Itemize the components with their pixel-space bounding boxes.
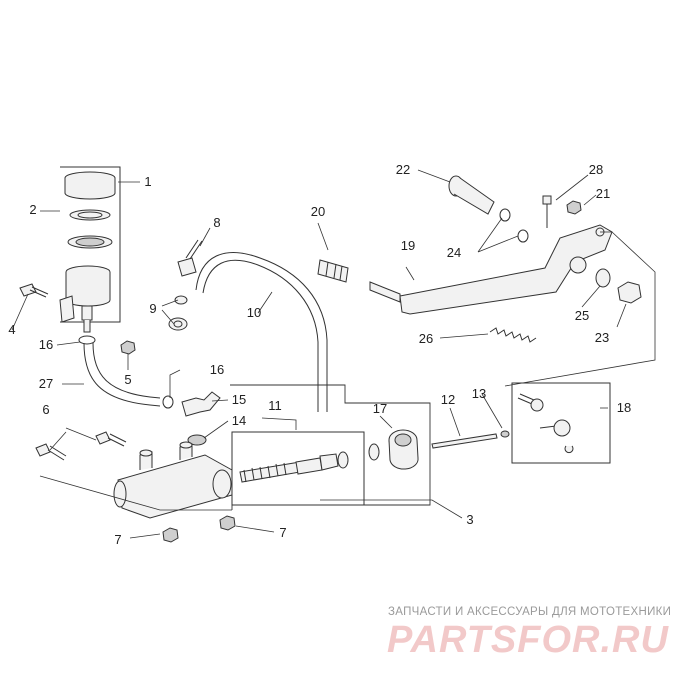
label-9: 9 xyxy=(149,301,156,316)
label-15: 15 xyxy=(232,392,246,407)
ball-joint-18 xyxy=(517,393,574,454)
hose-27 xyxy=(83,342,161,407)
label-23: 23 xyxy=(595,330,609,345)
label-18: 18 xyxy=(617,400,631,415)
label-11: 11 xyxy=(268,398,282,413)
label-8: 8 xyxy=(213,215,220,230)
switch-8 xyxy=(168,239,203,331)
clamp-16-lower xyxy=(162,395,174,409)
nut-5 xyxy=(120,340,136,355)
label-4: 4 xyxy=(8,322,15,337)
label-3: 3 xyxy=(466,512,473,527)
watermark-tagline: ЗАПЧАСТИ И АКСЕССУАРЫ ДЛЯ МОТОТЕХНИКИ xyxy=(388,606,672,618)
boot-17 xyxy=(388,429,419,470)
watermark-logo-text: PARTSFOR.RU xyxy=(387,619,669,660)
label-16-lower: 16 xyxy=(210,362,224,377)
label-10: 10 xyxy=(247,305,261,320)
nut-7-right xyxy=(219,515,236,531)
nut-7-left xyxy=(162,527,179,543)
watermark-logo: PARTSFOR.RU xyxy=(387,619,669,660)
rubber-20 xyxy=(317,259,349,283)
reservoir-cap xyxy=(64,171,116,249)
label-27: 27 xyxy=(39,376,53,391)
fitting-15 xyxy=(181,391,221,417)
label-24: 24 xyxy=(447,245,461,260)
label-5: 5 xyxy=(124,372,131,387)
cylinder-body xyxy=(113,441,233,519)
nut-13 xyxy=(500,430,510,438)
nut-23 xyxy=(617,281,642,304)
label-21: 21 xyxy=(596,186,610,201)
washer-24-a xyxy=(499,208,511,222)
washer-14 xyxy=(187,434,207,446)
label-1: 1 xyxy=(144,174,151,189)
pipe-10 xyxy=(195,252,328,412)
nut-21 xyxy=(566,200,582,215)
label-16-top: 16 xyxy=(39,337,53,352)
part-labels: 1 2 3 4 5 6 7 7 8 9 10 11 12 13 14 15 16… xyxy=(8,162,631,547)
washer-24-b xyxy=(517,229,529,243)
label-22: 22 xyxy=(396,162,410,177)
screw-4 xyxy=(19,283,49,298)
label-12: 12 xyxy=(441,392,455,407)
clamp-16-top xyxy=(78,335,96,345)
label-13: 13 xyxy=(472,386,486,401)
pivot-22 xyxy=(448,175,495,215)
bolt-28 xyxy=(542,195,552,228)
lever-19 xyxy=(369,224,613,315)
label-26: 26 xyxy=(419,331,433,346)
label-2: 2 xyxy=(29,202,36,217)
screws-6 xyxy=(35,431,127,461)
spring-26 xyxy=(489,327,537,343)
label-28: 28 xyxy=(589,162,603,177)
label-7-right: 7 xyxy=(279,525,286,540)
label-7-left: 7 xyxy=(114,532,121,547)
rod-12 xyxy=(431,433,498,449)
washer-25 xyxy=(595,268,611,288)
ball-joint-box xyxy=(511,382,611,464)
piston-11 xyxy=(239,443,380,483)
label-25: 25 xyxy=(575,308,589,323)
label-20: 20 xyxy=(311,204,325,219)
label-19: 19 xyxy=(401,238,415,253)
reservoir-body xyxy=(59,265,111,333)
label-17: 17 xyxy=(373,401,387,416)
label-14: 14 xyxy=(232,413,246,428)
label-6: 6 xyxy=(42,402,49,417)
leader-lines xyxy=(11,169,656,539)
